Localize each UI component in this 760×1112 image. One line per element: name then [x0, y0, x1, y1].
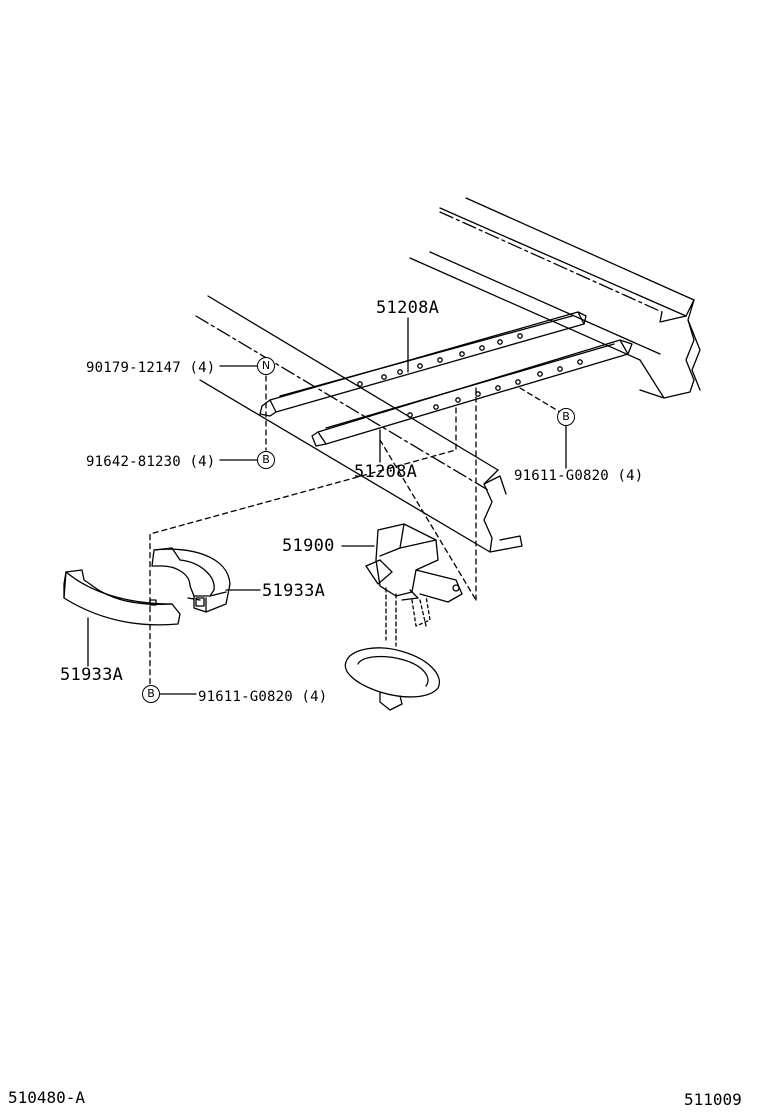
label-carrier: 51900 [282, 536, 335, 556]
assembly-lines [149, 375, 561, 693]
bracket-left [63, 569, 181, 626]
lower-rail [311, 339, 633, 447]
drawing-code-left: 510480-A [8, 1088, 86, 1107]
label-nut-b-left: 91642-81230 (4) [86, 454, 216, 470]
callout-b-badge: B [557, 408, 575, 426]
label-bolt-b-bottom: 91611-G0820 (4) [198, 689, 328, 705]
label-bracket-right: 51933A [262, 581, 326, 601]
callout-n-badge: N [257, 357, 275, 375]
label-rail-upper: 51208A [376, 298, 440, 318]
frame-member [409, 197, 701, 399]
bracket-right [151, 547, 231, 613]
leader-lines [87, 317, 567, 695]
cross-member [195, 295, 523, 553]
label-bracket-left: 51933A [60, 665, 124, 685]
spare-tire-carrier [344, 523, 463, 711]
upper-rail [259, 311, 587, 417]
label-rail-lower: 51208A [354, 462, 418, 482]
callout-b-badge: B [257, 451, 275, 469]
drawing-code-right: 511009 [684, 1090, 742, 1109]
label-bolt-n: 90179-12147 (4) [86, 360, 216, 376]
callout-b-badge: B [142, 685, 160, 703]
label-bolt-b-right: 91611-G0820 (4) [514, 468, 644, 484]
